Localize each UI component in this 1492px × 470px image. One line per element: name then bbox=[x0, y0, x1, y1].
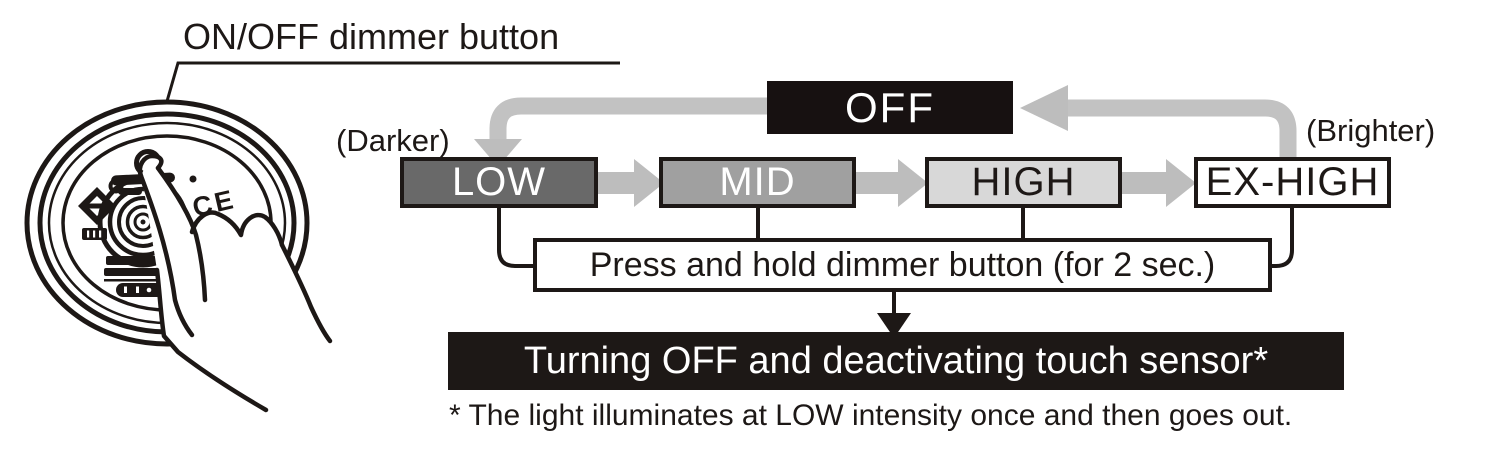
puck-light-illustration: CE bbox=[24, 99, 345, 470]
press-connectors bbox=[497, 208, 1294, 316]
brighter-label: (Brighter) bbox=[1306, 113, 1436, 148]
device-pointer-label: ON/OFF dimmer button bbox=[183, 16, 560, 57]
pressing-hand bbox=[137, 153, 345, 470]
fingertip-outline bbox=[137, 153, 164, 179]
state-box-exhigh: EX-HIGH bbox=[1194, 157, 1391, 208]
down-arrowhead bbox=[877, 313, 911, 338]
state-box-low: LOW bbox=[400, 157, 598, 208]
hand-silhouette bbox=[141, 157, 345, 470]
fine-print-markings bbox=[104, 256, 168, 297]
arrow-exhigh-to-off-head bbox=[1020, 85, 1068, 131]
arrow-high-to-exhigh bbox=[1122, 159, 1196, 207]
state-box-off: OFF bbox=[767, 81, 1013, 134]
hand-outer-edge bbox=[279, 242, 333, 344]
finger-left-edge bbox=[138, 173, 195, 338]
state-box-high: HIGH bbox=[925, 157, 1122, 208]
result-box: Turning OFF and deactivating touch senso… bbox=[448, 332, 1344, 390]
finger-right-edge bbox=[155, 165, 208, 303]
state-box-mid: MID bbox=[659, 157, 856, 208]
arrow-exhigh-to-off-path bbox=[1068, 99, 1297, 158]
arrow-off-to-low-path bbox=[489, 97, 768, 141]
arrow-off-to-low-head bbox=[474, 139, 522, 167]
connector-exhigh bbox=[1267, 208, 1294, 268]
footnote: * The light illuminates at LOW intensity… bbox=[449, 399, 1293, 432]
arrow-low-to-mid bbox=[598, 159, 664, 207]
press-instruction-box: Press and hold dimmer button (for 2 sec.… bbox=[533, 238, 1272, 292]
wrist-left-edge bbox=[154, 267, 269, 413]
ip-rating-marking bbox=[82, 228, 107, 240]
arrow-mid-to-high bbox=[856, 159, 928, 207]
knuckle-bumps bbox=[189, 210, 285, 248]
cycle-arrows bbox=[474, 85, 1297, 207]
connector-low bbox=[497, 208, 537, 268]
darker-label: (Darker) bbox=[336, 123, 450, 158]
